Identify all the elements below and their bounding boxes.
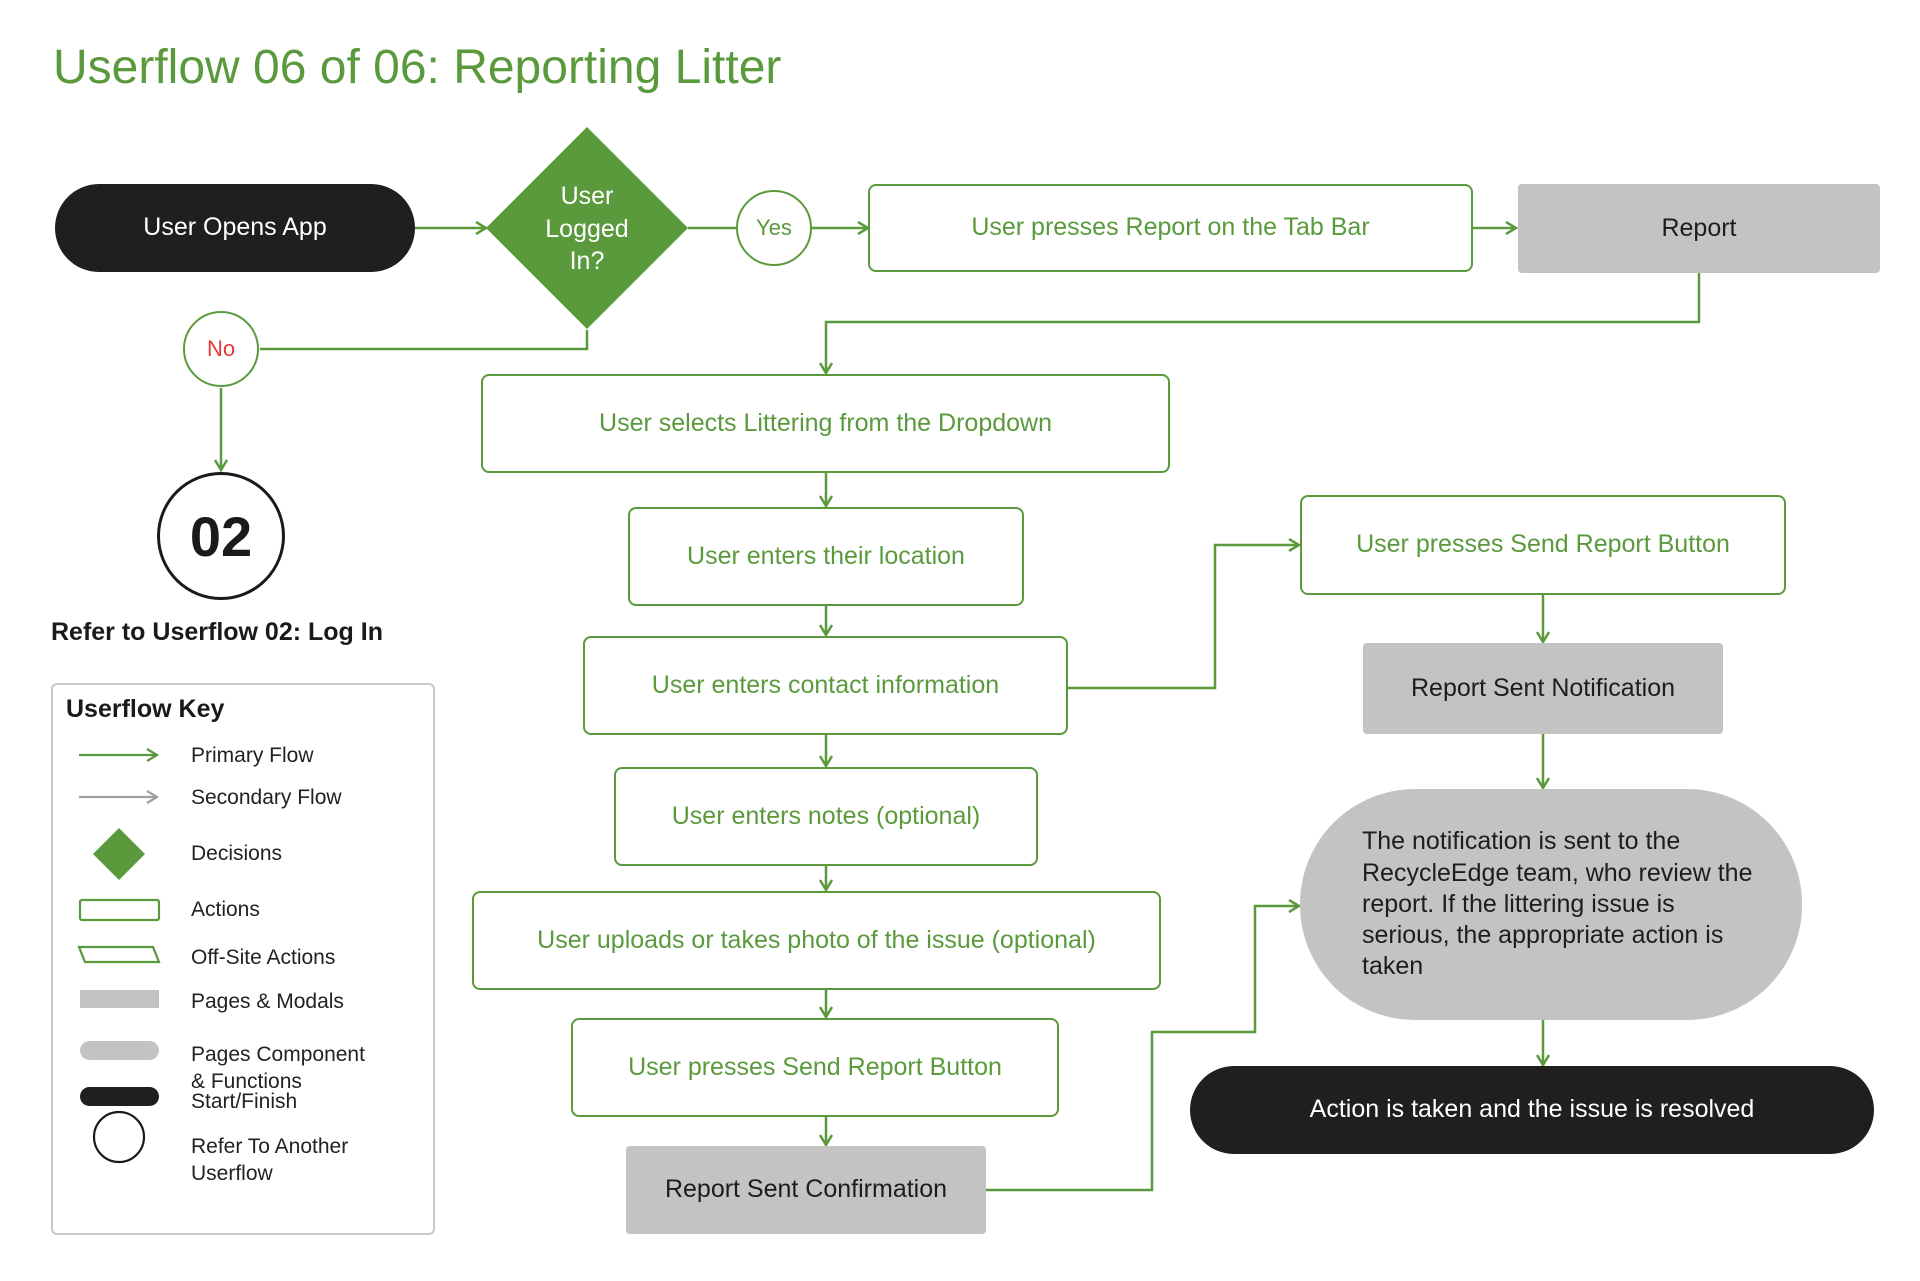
dropdown-action-label: User selects Littering from the Dropdown [599,408,1052,437]
key-item-pages-component: Pages Component & Functions [191,1043,365,1094]
key-item-actions: Actions [191,898,260,921]
notification-page-label: Report Sent Notification [1410,673,1676,702]
component-pill-icon [79,1040,159,1060]
key-item-secondary-flow: Secondary Flow [191,786,342,809]
key-item-primary-flow: Primary Flow [191,744,314,767]
tab-bar-action-label: User presses Report on the Tab Bar [971,213,1370,242]
review-component: The notification is sent to the RecycleE… [1300,789,1802,1020]
userflow-key-icons [76,683,161,1163]
contact-action: User enters contact information [583,636,1068,735]
connector-contact-to-send-right [1068,545,1299,690]
decision-label-line-1: User [560,182,614,210]
key-item-decisions: Decisions [191,842,283,865]
contact-action-label: User enters contact information [651,670,1000,699]
location-action: User enters their location [628,507,1024,606]
connector-confirmation-to-review [986,906,1299,1192]
report-page: Report [1518,184,1880,273]
connector-report-to-dropdown [826,273,1701,373]
userflow-key-title: Userflow Key [66,695,225,723]
decision-label: User Logged In? [527,180,647,278]
location-action-label: User enters their location [687,541,965,570]
no-label: No [206,336,236,361]
refer-circle-icon [92,1110,145,1163]
confirmation-page-label: Report Sent Confirmation [664,1175,948,1204]
notes-action-label: User enters notes (optional) [671,801,981,830]
send-report-action-left-label: User presses Send Report Button [628,1052,1002,1081]
resolved-node: Action is taken and the issue is resolve… [1190,1066,1874,1154]
key-item-refer-userflow: Refer To Another Userflow [191,1135,349,1186]
key-item-start-finish: Start/Finish [191,1090,298,1113]
decision-label-line-2: Logged [545,214,629,243]
photo-action-label: User uploads or takes photo of the issue… [537,925,1096,954]
action-rectangle-icon [78,898,160,921]
refer-userflow-number: 02 [189,504,253,568]
start-node: User Opens App [55,184,415,272]
notes-action: User enters notes (optional) [614,767,1038,866]
notification-page: Report Sent Notification [1363,643,1723,734]
dropdown-action: User selects Littering from the Dropdown [481,374,1170,473]
start-finish-pill-icon [79,1086,159,1106]
resolved-node-label: Action is taken and the issue is resolve… [1309,1095,1755,1124]
yes-circle: Yes [736,190,812,266]
send-report-action-right: User presses Send Report Button [1300,495,1786,595]
review-component-text: The notification is sent to the RecycleE… [1362,827,1753,981]
page-title: Userflow 06 of 06: Reporting Litter [53,41,782,94]
tab-bar-action: User presses Report on the Tab Bar [868,184,1473,272]
decision-diamond-icon [92,827,145,880]
start-node-label: User Opens App [143,213,327,242]
send-report-action-left: User presses Send Report Button [571,1018,1059,1117]
decision-label-line-3: In? [569,247,605,275]
page-rectangle-icon [79,989,159,1008]
connector-decision-to-no [260,330,589,351]
key-item-pages-modals: Pages & Modals [191,990,344,1013]
refer-userflow-circle: 02 [157,472,285,600]
confirmation-page: Report Sent Confirmation [626,1146,986,1234]
offsite-parallelogram-icon [76,945,161,963]
report-page-label: Report [1661,213,1737,242]
yes-label: Yes [756,215,792,240]
no-circle: No [183,311,259,387]
decision-diamond [486,127,688,329]
key-item-offsite-actions: Off-Site Actions [191,946,336,969]
send-report-action-right-label: User presses Send Report Button [1356,530,1730,559]
refer-userflow-text: Refer to Userflow 02: Log In [51,618,383,646]
photo-action: User uploads or takes photo of the issue… [472,891,1161,990]
userflow-key: Userflow Key Primary Flow Secondary Flow… [51,683,435,1235]
